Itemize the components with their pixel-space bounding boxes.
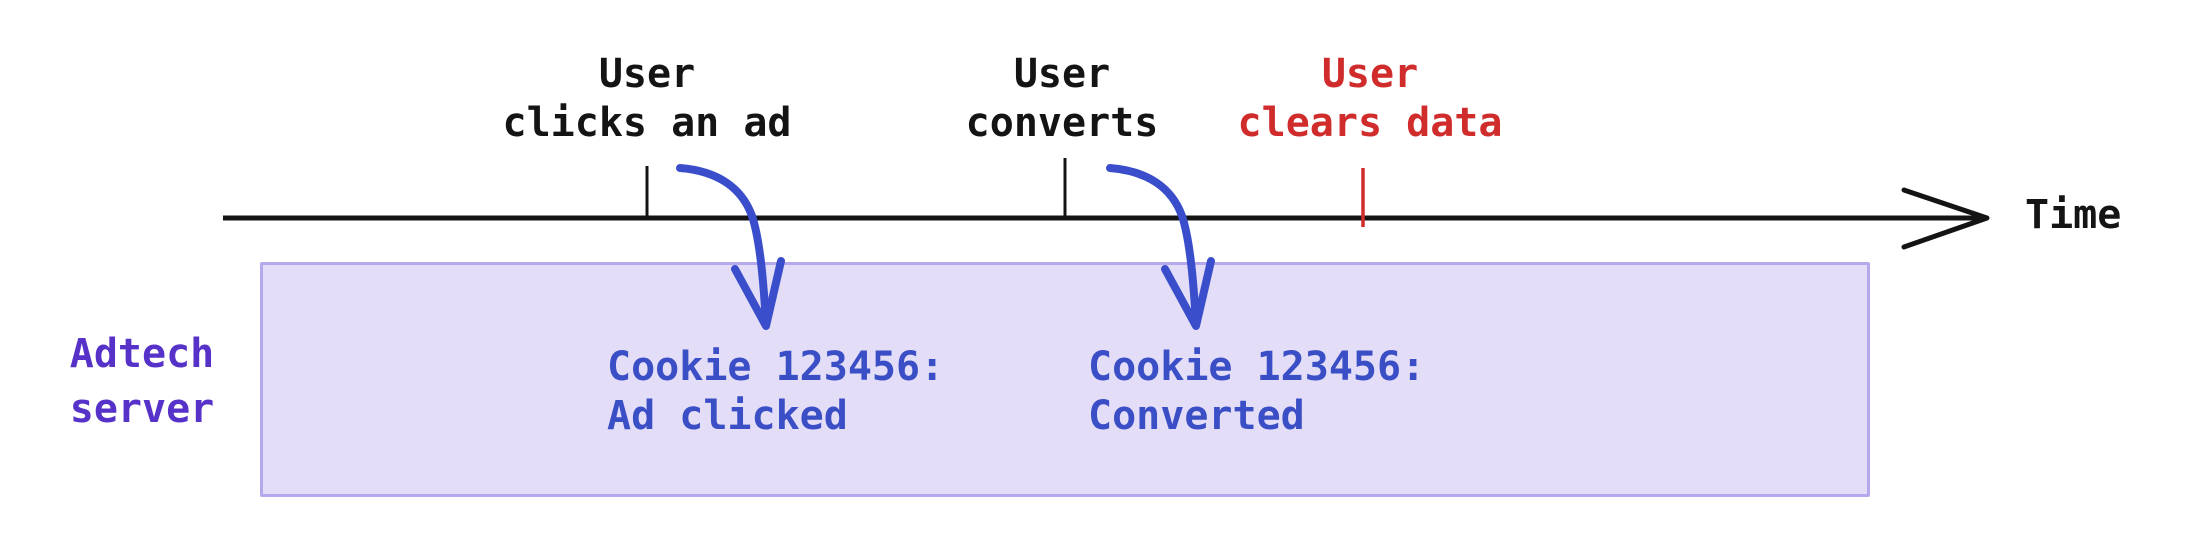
time-axis-label: Time bbox=[2025, 192, 2122, 238]
event-label-user-converts: User converts bbox=[965, 51, 1159, 146]
event-label-user-clicks-ad: User clicks an ad bbox=[502, 51, 792, 146]
timeline-arrowhead-icon bbox=[1901, 187, 1990, 250]
cookie-record-ad-clicked: Cookie 123456: Ad clicked bbox=[607, 344, 945, 439]
adtech-server-box bbox=[260, 262, 1870, 497]
cookie-record-converted: Cookie 123456: Converted bbox=[1088, 344, 1426, 439]
event-label-user-clears-data: User clears data bbox=[1237, 51, 1503, 146]
adtech-server-label: Adtech server bbox=[69, 331, 215, 432]
